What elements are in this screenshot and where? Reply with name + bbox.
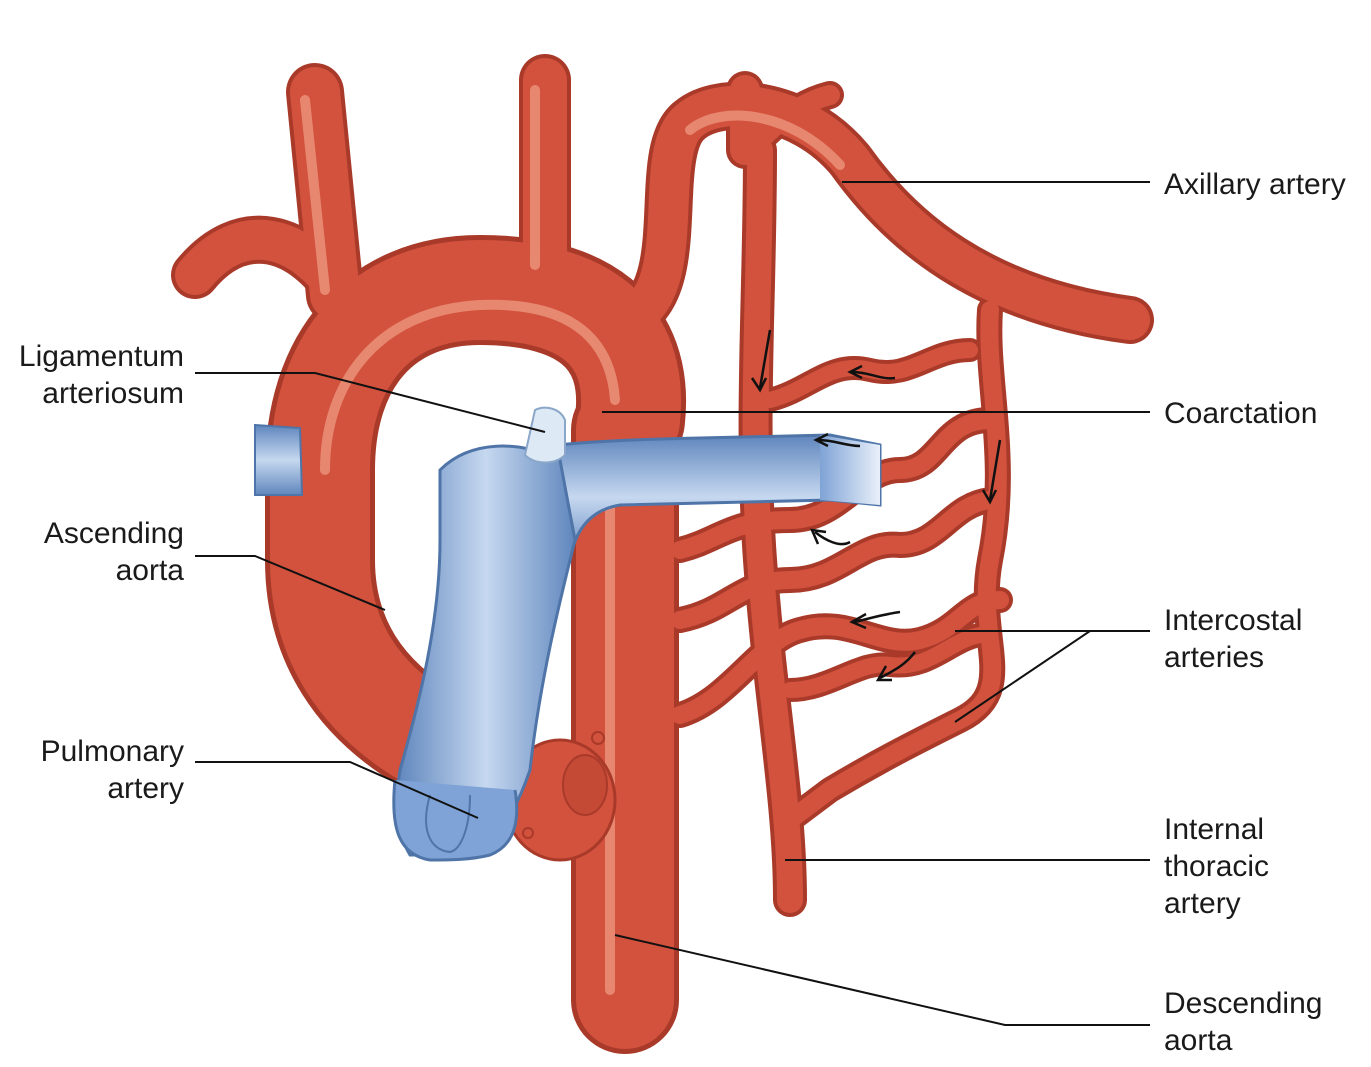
label-line: Axillary artery <box>1164 168 1346 201</box>
leader-ascending <box>195 555 386 611</box>
label-line: arteriosum <box>42 377 184 410</box>
label-line: Ascending <box>43 517 184 550</box>
label-ligamentum-arteriosum: Ligamentum arteriosum <box>19 338 184 412</box>
label-line: Intercostal <box>1164 604 1303 637</box>
leader-pulmonary <box>195 761 479 819</box>
label-pulmonary-artery: Pulmonary artery <box>41 733 184 807</box>
label-line: thoracic <box>1164 850 1270 883</box>
label-line: Internal <box>1164 813 1265 846</box>
label-line: aorta <box>1164 1024 1233 1057</box>
label-descending-aorta: Descending aorta <box>1164 985 1322 1059</box>
flow-arrows <box>750 329 1002 682</box>
aortic-root <box>503 731 617 862</box>
leader-descending <box>614 934 1150 1026</box>
label-line: artery <box>107 772 184 805</box>
label-line: Ligamentum <box>18 340 184 373</box>
label-line: arteries <box>1164 641 1265 674</box>
label-intercostal-arteries: Intercostal arteries <box>1164 602 1302 676</box>
label-line: artery <box>1164 887 1241 920</box>
arteries <box>171 54 1154 1054</box>
label-axillary-artery: Axillary artery <box>1164 166 1346 203</box>
leader-ligamentum <box>195 372 546 433</box>
label-ascending-aorta: Ascending aorta <box>44 515 184 589</box>
ligamentum <box>523 406 566 464</box>
leader-intercostal-b <box>954 630 1091 723</box>
label-line: Pulmonary <box>40 735 184 768</box>
label-line: Coarctation <box>1164 397 1318 430</box>
label-coarctation: Coarctation <box>1164 395 1317 432</box>
label-internal-thoracic-artery: Internal thoracic artery <box>1164 811 1269 922</box>
leader-lines <box>195 181 1150 1026</box>
pulmonary-trunk <box>254 423 882 862</box>
label-line: aorta <box>115 554 184 587</box>
label-line: Descending <box>1164 987 1323 1020</box>
